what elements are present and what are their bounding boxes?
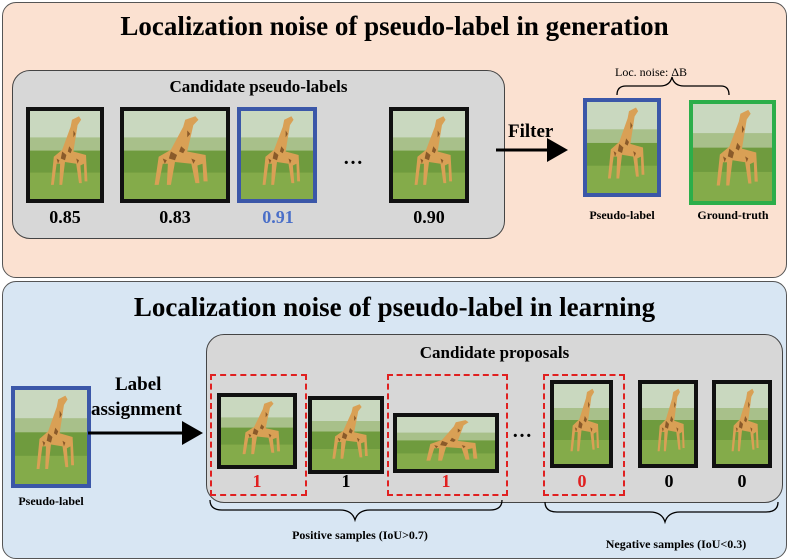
label-assignment-line1: Label <box>115 374 162 395</box>
positive-highlight <box>387 374 508 496</box>
candidate-image-selected <box>237 107 317 203</box>
proposal-3 <box>393 413 499 473</box>
pseudo-label-image <box>583 98 661 197</box>
ellipsis: … <box>343 147 363 169</box>
candidate-score: 0.85 <box>49 207 81 227</box>
proposal-label: 1 <box>252 471 262 491</box>
candidate-score: 0.90 <box>413 207 445 227</box>
proposal-5 <box>638 380 698 468</box>
candidate-image-4 <box>389 107 469 203</box>
candidate-score-selected: 0.91 <box>262 207 294 227</box>
candidate-proposals-label: Candidate proposals <box>419 343 570 362</box>
proposal-4 <box>550 380 613 468</box>
ellipsis: … <box>512 420 532 442</box>
proposal-6 <box>712 380 772 468</box>
proposal-label: 1 <box>441 471 451 491</box>
learning-title: Localization noise of pseudo-label in le… <box>133 292 656 322</box>
loc-noise-label: Loc. noise: ΔB <box>615 65 688 79</box>
candidate-pseudo-labels-label: Candidate pseudo-labels <box>169 77 348 96</box>
candidate-image-2 <box>120 107 230 203</box>
bottom-pseudo-label-image <box>11 386 91 488</box>
proposal-1 <box>217 393 297 469</box>
negative-samples-label: Negative samples (IoU<0.3) <box>605 537 747 551</box>
pseudo-label-caption: Pseudo-label <box>589 208 655 222</box>
learning-panel: Localization noise of pseudo-label in le… <box>2 281 787 559</box>
bottom-pseudo-label-caption: Pseudo-label <box>18 494 84 508</box>
candidate-image-1 <box>26 107 104 203</box>
proposal-label: 1 <box>341 471 351 491</box>
generation-title: Localization noise of pseudo-label in ge… <box>120 11 669 41</box>
ground-truth-image <box>689 100 776 205</box>
proposal-label: 0 <box>737 471 747 491</box>
filter-label: Filter <box>508 121 554 142</box>
proposal-2 <box>308 396 384 474</box>
positive-samples-label: Positive samples (IoU>0.7) <box>292 528 428 542</box>
negative-highlight <box>543 374 625 496</box>
proposal-label: 0 <box>664 471 674 491</box>
candidate-score: 0.83 <box>159 207 191 227</box>
generation-panel: Localization noise of pseudo-label in ge… <box>2 2 787 278</box>
proposal-label: 0 <box>577 471 587 491</box>
positive-highlight <box>210 374 307 496</box>
label-assignment-line2: assignment <box>91 399 182 420</box>
ground-truth-caption: Ground-truth <box>697 208 769 222</box>
candidate-pseudo-labels-box: Candidate pseudo-labels 0.85 0.83 0.91 …… <box>12 70 505 239</box>
